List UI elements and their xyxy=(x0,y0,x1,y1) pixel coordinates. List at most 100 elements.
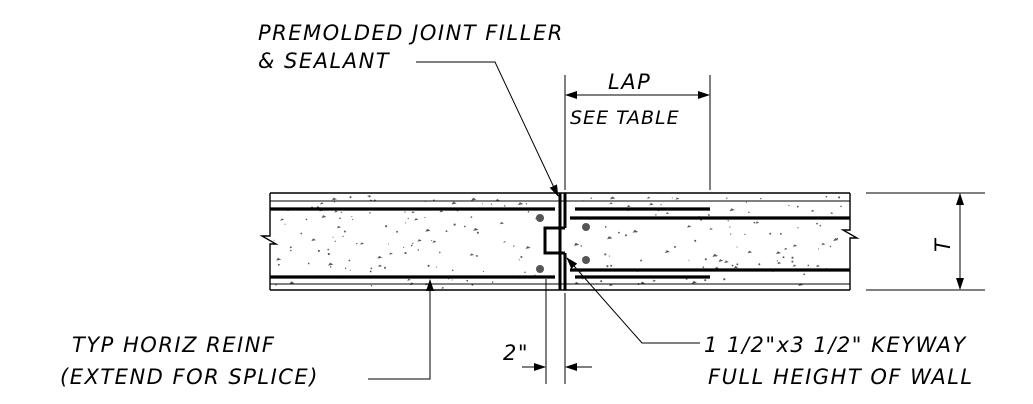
aggregate-speck xyxy=(482,270,485,273)
aggregate-speck xyxy=(410,244,413,247)
aggregate-speck xyxy=(344,267,347,269)
aggregate-speck xyxy=(609,202,614,205)
aggregate-speck xyxy=(340,211,342,213)
aggregate-speck xyxy=(336,225,342,229)
aggregate-speck xyxy=(329,266,332,268)
aggregate-speck xyxy=(776,260,779,262)
aggregate-speck xyxy=(694,239,697,242)
aggregate-speck xyxy=(840,205,842,208)
aggregate-speck xyxy=(387,243,390,245)
aggregate-speck xyxy=(819,224,822,227)
rebar-dot xyxy=(582,256,590,264)
aggregate-speck xyxy=(606,236,613,240)
aggregate-speck xyxy=(436,266,438,268)
aggregate-speck xyxy=(727,220,729,222)
aggregate-speck xyxy=(838,196,841,199)
aggregate-speck xyxy=(300,232,303,235)
aggregate-speck xyxy=(729,208,735,212)
aggregate-speck xyxy=(490,203,493,205)
aggregate-speck xyxy=(327,248,330,251)
aggregate-speck xyxy=(396,230,399,233)
keyway-label-line1: 1 1/2"x3 1/2" KEYWAY xyxy=(704,333,968,357)
aggregate-speck xyxy=(792,264,797,267)
aggregate-speck xyxy=(424,216,426,219)
horiz-reinf-label-line2: (EXTEND FOR SPLICE) xyxy=(60,365,319,389)
aggregate-speck xyxy=(466,279,469,282)
aggregate-speck xyxy=(277,263,280,266)
aggregate-speck xyxy=(640,259,643,262)
aggregate-speck xyxy=(389,252,393,255)
aggregate-speck xyxy=(726,197,728,199)
aggregate-speck xyxy=(407,217,409,220)
aggregate-speck xyxy=(383,266,387,269)
aggregate-speck xyxy=(675,197,680,200)
aggregate-speck xyxy=(349,269,351,271)
aggregate-speck xyxy=(339,217,341,219)
aggregate-speck xyxy=(356,242,358,245)
aggregate-speck xyxy=(600,280,603,283)
aggregate-speck xyxy=(652,279,657,282)
lap-label: LAP xyxy=(608,70,651,94)
lap-dimension: LAP SEE TABLE xyxy=(564,70,711,190)
vertical-rebar-dots xyxy=(536,214,590,273)
aggregate-speck xyxy=(499,221,505,225)
aggregate-speck xyxy=(417,249,420,251)
aggregate-speck xyxy=(640,281,645,285)
aggregate-speck xyxy=(791,260,794,263)
gap-dimension: 2" xyxy=(503,279,592,384)
aggregate-speck xyxy=(316,205,320,208)
aggregate-speck xyxy=(319,202,324,205)
aggregate-speck xyxy=(704,258,707,261)
aggregate-speck xyxy=(610,264,613,267)
aggregate-speck xyxy=(748,211,750,213)
aggregate-speck xyxy=(503,241,505,243)
concrete-aggregate-hatch xyxy=(273,195,842,289)
aggregate-speck xyxy=(691,280,697,284)
see-table-label: SEE TABLE xyxy=(570,107,680,129)
aggregate-speck xyxy=(513,245,515,247)
aggregate-speck xyxy=(481,203,484,205)
aggregate-speck xyxy=(796,205,799,208)
joint-filler-leader xyxy=(416,61,559,197)
aggregate-speck xyxy=(327,252,330,256)
aggregate-speck xyxy=(660,204,662,206)
aggregate-speck xyxy=(470,216,473,218)
aggregate-speck xyxy=(311,238,317,241)
aggregate-speck xyxy=(417,239,422,242)
aggregate-speck xyxy=(307,262,310,265)
aggregate-speck xyxy=(606,265,609,268)
aggregate-speck xyxy=(686,225,692,228)
aggregate-speck xyxy=(525,203,528,205)
aggregate-speck xyxy=(709,227,713,230)
aggregate-speck xyxy=(635,231,637,233)
aggregate-speck xyxy=(724,260,729,263)
aggregate-speck xyxy=(412,242,414,245)
aggregate-speck xyxy=(776,251,782,255)
aggregate-speck xyxy=(385,225,388,228)
aggregate-speck xyxy=(404,211,406,213)
joint-filler-callout: PREMOLDED JOINT FILLER & SEALANT xyxy=(258,21,564,197)
aggregate-speck xyxy=(798,283,804,286)
aggregate-speck xyxy=(733,265,739,269)
aggregate-speck xyxy=(664,250,670,254)
aggregate-speck xyxy=(342,235,344,238)
aggregate-speck xyxy=(451,269,454,272)
joint-filler-label-line1: PREMOLDED JOINT FILLER xyxy=(258,21,564,45)
aggregate-speck xyxy=(475,254,478,257)
aggregate-speck xyxy=(704,279,707,282)
aggregate-speck xyxy=(527,210,530,213)
aggregate-speck xyxy=(321,215,327,218)
aggregate-speck xyxy=(352,218,354,221)
aggregate-speck xyxy=(580,245,583,247)
aggregate-speck xyxy=(674,246,676,248)
rebar-dot xyxy=(536,265,544,273)
aggregate-speck xyxy=(792,244,798,247)
keyway-leader xyxy=(566,257,700,344)
aggregate-speck xyxy=(451,201,457,205)
aggregate-speck xyxy=(332,236,334,238)
right-break-line xyxy=(840,193,860,290)
aggregate-speck xyxy=(439,251,441,254)
horizontal-reinforcement xyxy=(270,207,850,279)
aggregate-speck xyxy=(432,240,437,243)
aggregate-speck xyxy=(608,255,610,257)
